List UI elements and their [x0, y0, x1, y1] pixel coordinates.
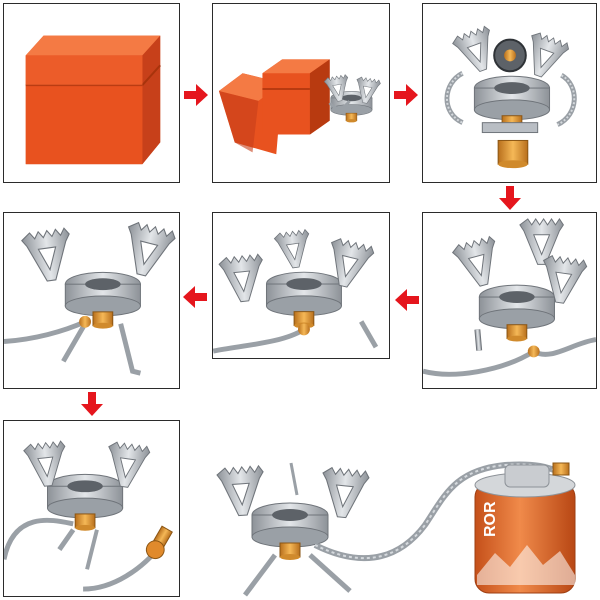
- step-6-panel: [3, 212, 180, 389]
- step-4-panel: [422, 212, 597, 389]
- step-7-panel: [3, 420, 180, 597]
- stove-arms-opened: [213, 228, 379, 354]
- assembled-stove-with-canister: ROR: [205, 435, 600, 600]
- folded-camping-stove: [444, 24, 577, 169]
- red-arrow-icon: [499, 186, 521, 210]
- red-arrow-icon: [394, 84, 418, 106]
- red-arrow-icon: [81, 392, 103, 416]
- step-1-panel: [3, 3, 180, 183]
- stove-arms-unfolding: [423, 218, 596, 377]
- canister-label: ROR: [482, 501, 499, 537]
- red-arrow-icon: [183, 286, 207, 308]
- step-2-panel: [212, 3, 390, 183]
- red-arrow-icon: [184, 84, 208, 106]
- stove-fully-opened: [4, 219, 178, 376]
- gas-canister: ROR: [474, 462, 576, 594]
- stove-with-hose: [4, 440, 173, 592]
- step-5-panel: [212, 212, 390, 359]
- orange-storage-case: [25, 35, 161, 165]
- red-arrow-icon: [395, 289, 419, 311]
- step-3-panel: [422, 3, 597, 183]
- open-case-with-stove: [218, 59, 382, 155]
